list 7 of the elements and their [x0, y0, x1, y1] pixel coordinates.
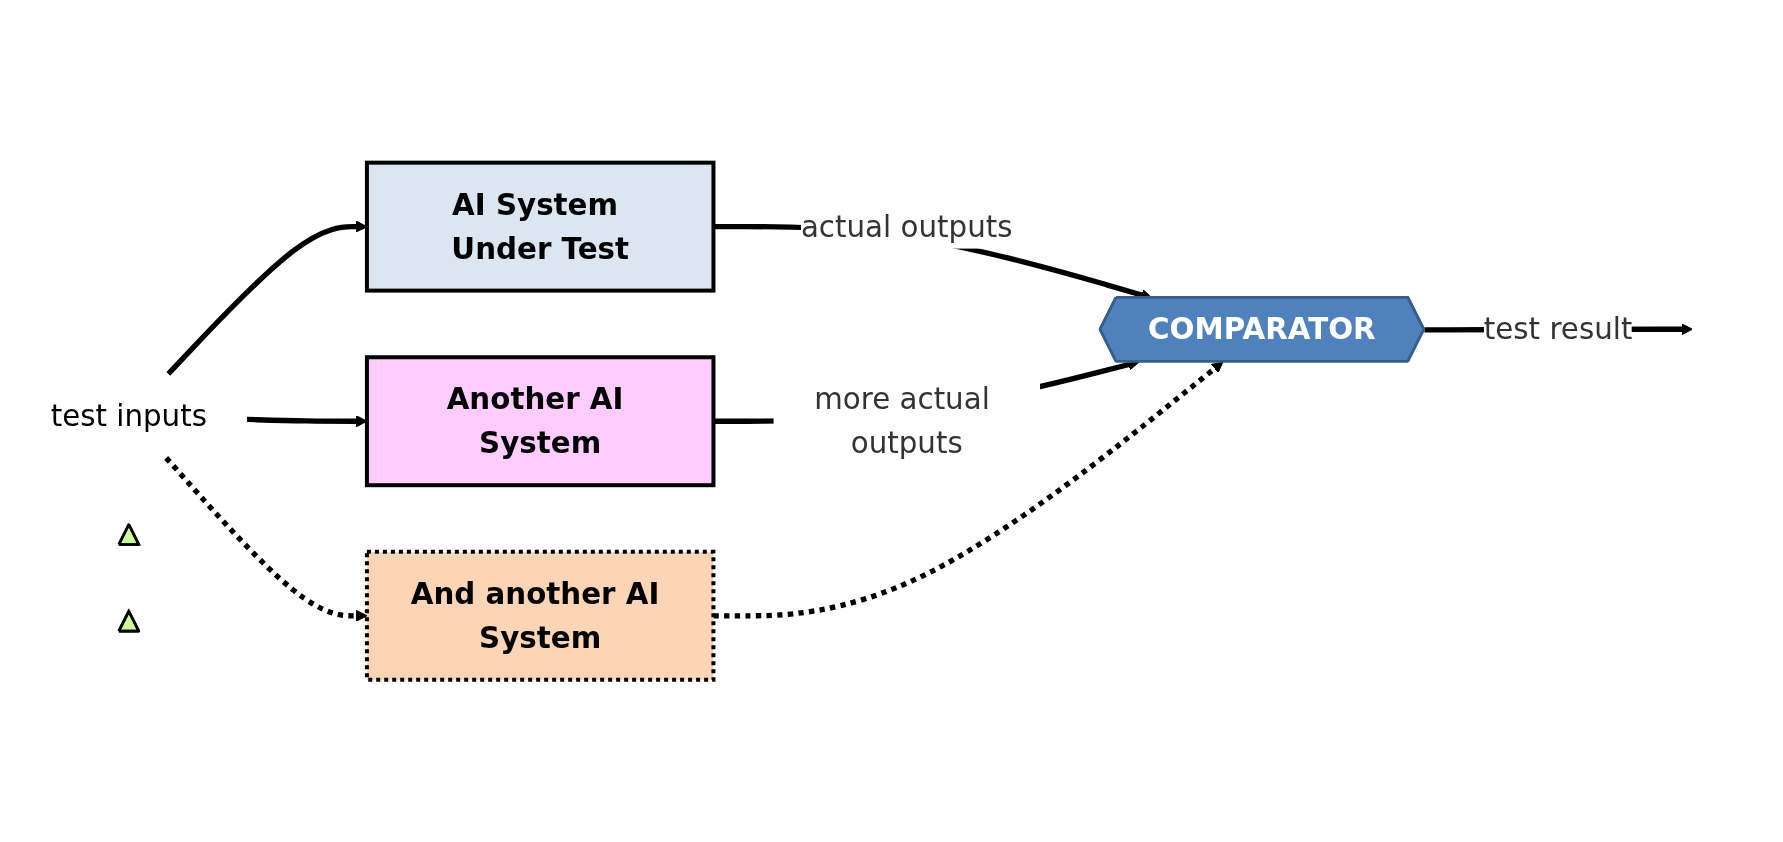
edge-label: actual outputs [800, 209, 1013, 244]
node-box: And another AI System [364, 549, 716, 682]
node-box: Another AI System [364, 355, 716, 487]
node-text: test inputs [50, 399, 207, 433]
node-box: AI System Under Test [364, 160, 716, 293]
edge-label: test result [1483, 312, 1633, 346]
edge-label: more actual outputs [814, 382, 990, 460]
